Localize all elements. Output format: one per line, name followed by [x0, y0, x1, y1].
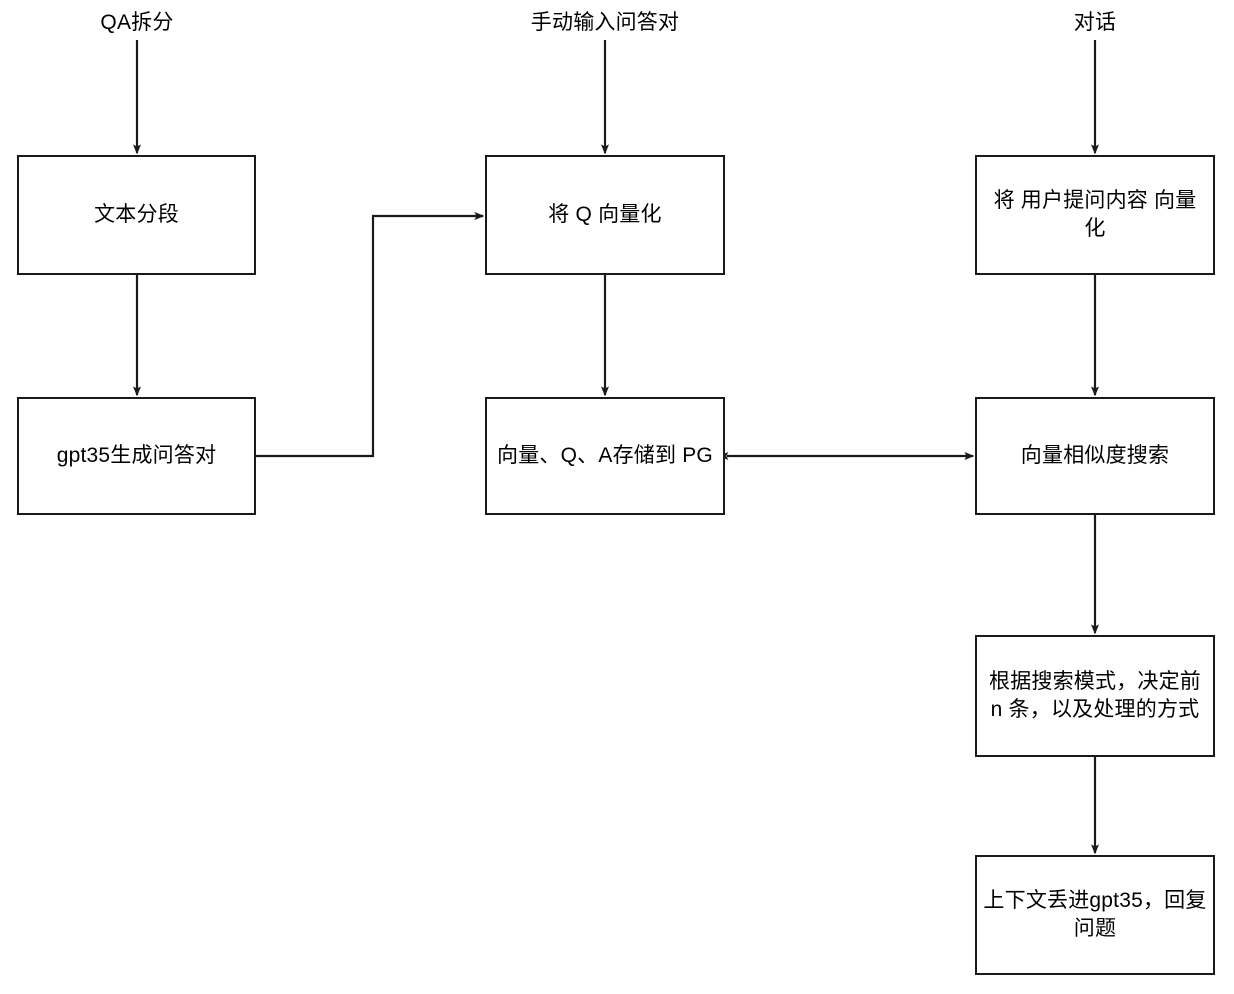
node-similarity-search[interactable]: 向量相似度搜索: [975, 397, 1215, 515]
node-context-to-gpt35[interactable]: 上下文丢进gpt35，回复问题: [975, 855, 1215, 975]
node-decide-top-n[interactable]: 根据搜索模式，决定前 n 条，以及处理的方式: [975, 635, 1215, 757]
node-context-to-gpt35-label: 上下文丢进gpt35，回复问题: [983, 889, 1207, 940]
node-text-split-label: 文本分段: [94, 203, 179, 227]
node-text-split[interactable]: 文本分段: [17, 155, 256, 275]
node-store-to-pg[interactable]: 向量、Q、A存储到 PG: [485, 397, 725, 515]
node-vectorize-q-label: 将 Q 向量化: [548, 203, 662, 227]
node-similarity-search-label: 向量相似度搜索: [1020, 444, 1170, 468]
edge-label-conversation: 对话: [1073, 11, 1117, 34]
node-vectorize-query[interactable]: 将 用户提问内容 向量化: [975, 155, 1215, 275]
edge-label-qa-split: QA拆分: [100, 11, 174, 34]
node-store-to-pg-label: 向量、Q、A存储到 PG: [497, 444, 713, 468]
node-gpt35-gen-qa-label: gpt35生成问答对: [56, 444, 217, 468]
node-gpt35-gen-qa[interactable]: gpt35生成问答对: [17, 397, 256, 515]
edge-gpt35-gen-qa-to-vectorize-q: [256, 212, 485, 458]
edge-label-manual-input-qa: 手动输入问答对: [530, 11, 680, 34]
node-vectorize-q[interactable]: 将 Q 向量化: [485, 155, 725, 275]
node-decide-top-n-label: 根据搜索模式，决定前 n 条，以及处理的方式: [989, 670, 1201, 721]
node-vectorize-query-label: 将 用户提问内容 向量化: [993, 189, 1197, 240]
